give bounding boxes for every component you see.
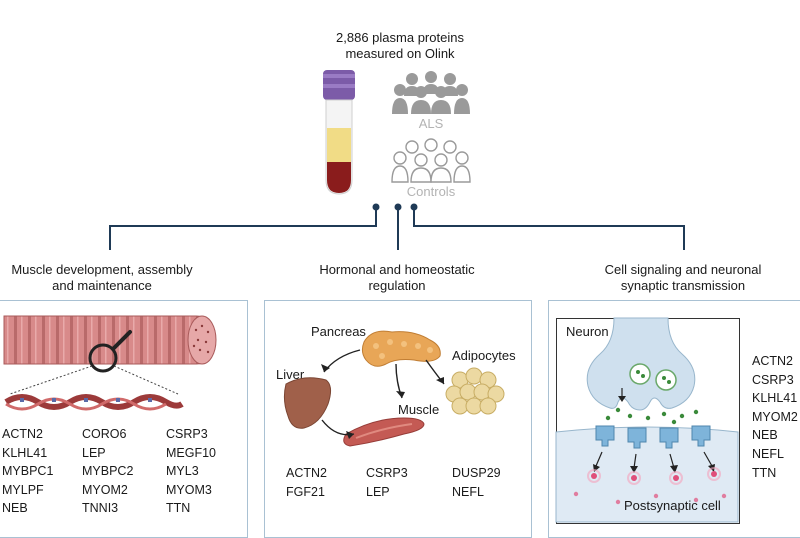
muscle-gene-column-1: ACTN2 KLHL41 MYBPC1 MYLPF NEB <box>2 427 54 516</box>
pancreas-icon <box>361 330 441 367</box>
blood-tube-icon <box>323 70 355 195</box>
als-label: ALS <box>418 116 444 131</box>
muscle-label: Muscle <box>398 402 440 417</box>
liver-icon <box>283 377 332 429</box>
postsynaptic-label: Postsynaptic cell <box>624 498 721 513</box>
als-group-icon <box>392 71 470 114</box>
synapse-illustration <box>555 317 739 523</box>
pancreas-label: Pancreas <box>311 324 366 339</box>
signaling-gene-column: ACTN2 CSRP3 KLHL41 MYOM2 NEB NEFL TTN <box>752 354 798 480</box>
controls-label: Controls <box>406 184 456 199</box>
branch-title-hormonal: Hormonal and homeostatic regulation <box>319 262 475 293</box>
muscle-icon <box>343 417 425 447</box>
branch-title-signaling: Cell signaling and neuronal synaptic tra… <box>604 262 762 293</box>
header-title: 2,886 plasma proteins measured on Olink <box>336 30 464 61</box>
branch-title-muscle: Muscle development, assembly and mainten… <box>11 262 193 293</box>
adipocytes-icon <box>445 367 505 415</box>
muscle-gene-column-2: CORO6 LEP MYBPC2 MYOM2 TNNI3 <box>82 427 134 516</box>
hormonal-gene-column-3: DUSP29 NEFL <box>452 466 501 499</box>
liver-label: Liver <box>276 367 305 382</box>
organs-illustration <box>283 330 505 447</box>
hormonal-gene-column-1: ACTN2 FGF21 <box>286 466 327 499</box>
muscle-gene-column-3: CSRP3 MEGF10 MYL3 MYOM3 TTN <box>166 427 217 516</box>
muscle-fiber-icon <box>3 315 217 411</box>
hormonal-gene-column-2: CSRP3 LEP <box>366 466 408 499</box>
neuron-label: Neuron <box>566 324 609 339</box>
adipocytes-label: Adipocytes <box>452 348 516 363</box>
controls-group-icon <box>391 138 471 183</box>
branch-connector <box>109 203 685 250</box>
